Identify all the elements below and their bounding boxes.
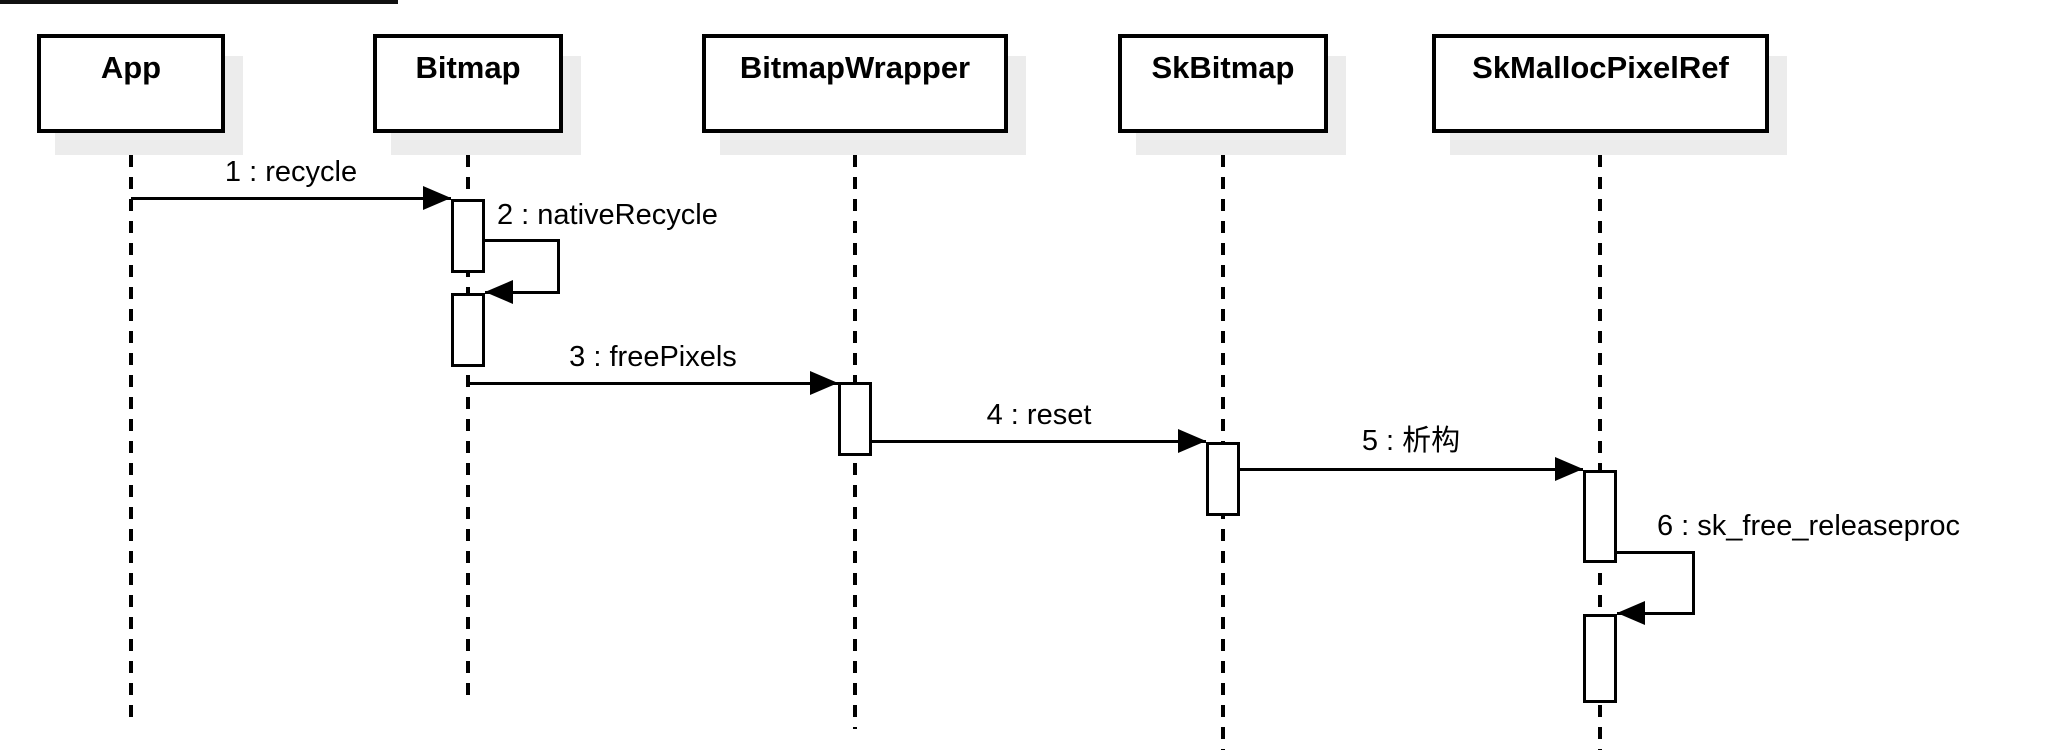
message-2-line-down [557, 239, 560, 293]
lifeline-name-skmallocpixelref: SkMallocPixelRef [1472, 50, 1729, 85]
message-3-label: 3 : freePixels [569, 341, 737, 373]
lifeline-head-skbitmap: SkBitmap [1118, 34, 1328, 133]
activation-bitmap-1 [451, 199, 485, 273]
lifeline-skmallocpixelref [1598, 133, 1602, 750]
lifeline-name-app: App [100, 50, 162, 85]
message-2-line-return [485, 291, 560, 294]
lifeline-name-skbitmap: SkBitmap [1151, 50, 1295, 85]
activation-bitmapwrapper [838, 382, 872, 456]
activation-skmallocpixelref-2 [1583, 614, 1617, 703]
lifeline-head-app: App [37, 34, 225, 133]
message-4-line [872, 440, 1206, 443]
lifeline-name-bitmapwrapper: BitmapWrapper [739, 50, 971, 85]
activation-bitmap-2 [451, 293, 485, 367]
message-1-arrowhead-icon [423, 186, 451, 210]
message-6-line-return [1617, 612, 1695, 615]
activation-skmallocpixelref-1 [1583, 470, 1617, 563]
lifeline-head-skmallocpixelref: SkMallocPixelRef [1432, 34, 1769, 133]
lifeline-name-bitmap: Bitmap [415, 50, 521, 85]
lifeline-head-bitmapwrapper: BitmapWrapper [702, 34, 1008, 133]
message-5-label: 5 : 析构 [1361, 425, 1461, 457]
message-1-line [131, 197, 451, 200]
lifeline-skbitmap [1221, 133, 1225, 750]
lifeline-bitmap [466, 133, 470, 703]
activation-skbitmap [1206, 442, 1240, 516]
message-5-arrowhead-icon [1555, 457, 1583, 481]
message-4-label: 4 : reset [986, 399, 1092, 431]
top-border-line [0, 0, 398, 4]
message-6-line-down [1692, 551, 1695, 614]
lifeline-head-bitmap: Bitmap [373, 34, 563, 133]
message-1-label: 1 : recycle [224, 156, 358, 188]
message-6-line-out [1617, 551, 1695, 554]
message-5-line [1240, 468, 1583, 471]
message-3-arrowhead-icon [810, 371, 838, 395]
message-4-arrowhead-icon [1178, 429, 1206, 453]
message-3-line [468, 382, 838, 385]
message-2-arrowhead-icon [485, 280, 513, 304]
message-2-label: 2 : nativeRecycle [497, 199, 718, 231]
lifeline-app [129, 133, 133, 722]
message-2-line-out [485, 239, 560, 242]
message-6-arrowhead-icon [1617, 601, 1645, 625]
message-6-label: 6 : sk_free_releaseproc [1657, 510, 1961, 542]
